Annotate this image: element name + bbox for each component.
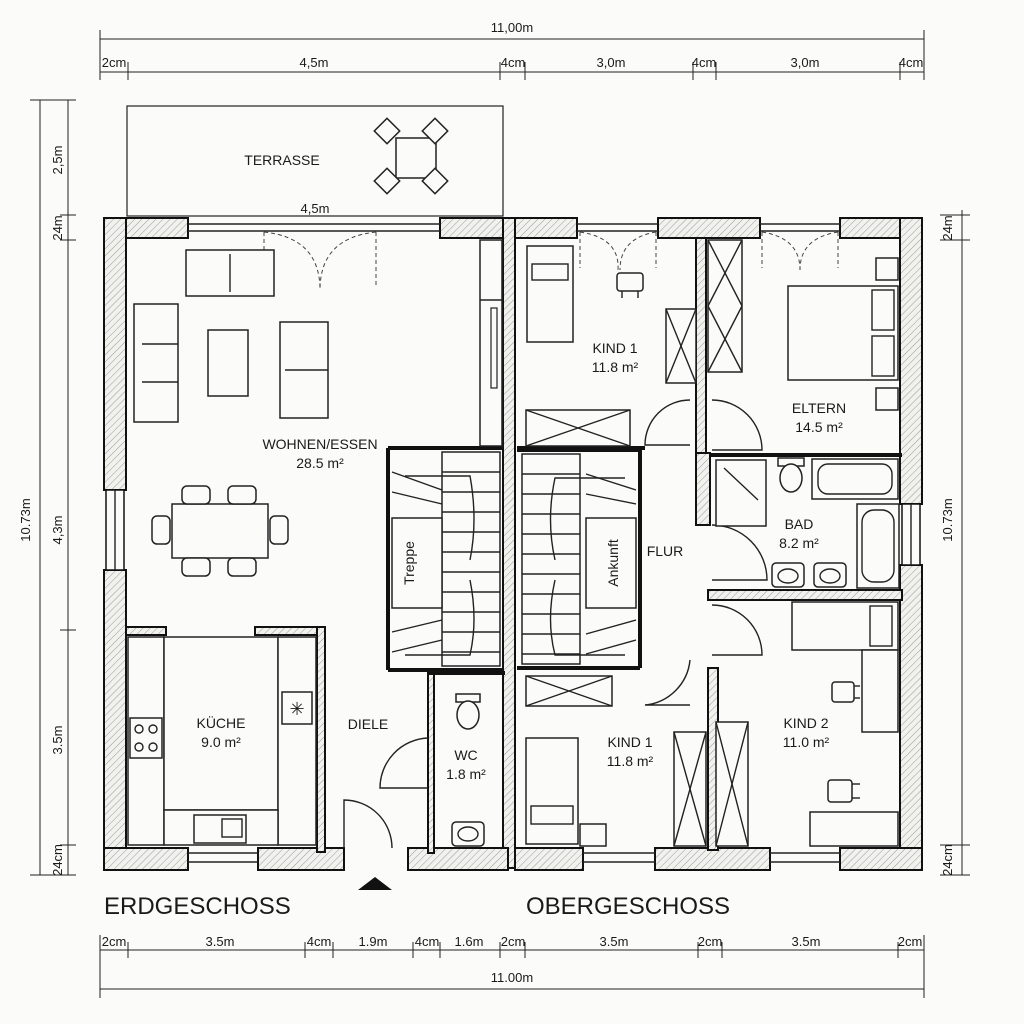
room-area: 9.0 m² xyxy=(201,734,241,750)
wardrobe-icon xyxy=(707,239,743,373)
kind2-furniture xyxy=(715,601,899,847)
bed-icon xyxy=(791,601,899,651)
right-total-dim: 10.73m xyxy=(940,498,955,541)
ground-floor-labels: WOHNEN/ESSEN 28.5 m² KÜCHE 9.0 m² DIELE … xyxy=(104,436,486,920)
ground-stairs xyxy=(391,451,501,667)
bottom-dimensions: 2cm 3.5m 4cm 1.9m 4cm 1.6m 2cm 3.5m 2cm … xyxy=(99,934,925,998)
right-dimensions: 24m 10.73m 24cm xyxy=(940,210,970,876)
room-area: 1.8 m² xyxy=(446,766,486,782)
top-dim-segment: 4cm xyxy=(692,55,717,70)
bottom-dim-segment: 4cm xyxy=(415,934,440,949)
bathtub-icon xyxy=(856,503,900,589)
bad-fixtures xyxy=(715,457,900,589)
terrace-table-icon xyxy=(373,117,449,195)
top-dimensions: 11,00m 2cm 4,5m 4cm 3,0m 4cm 3,0m 4cm xyxy=(99,20,925,80)
fan-icon: ✳ xyxy=(289,699,304,719)
top-dim-segment: 3,0m xyxy=(791,55,820,70)
shower-icon xyxy=(715,459,767,527)
upper-floor-title: OBERGESCHOSS xyxy=(526,893,730,920)
entrance-arrow-icon xyxy=(358,877,392,890)
room-area: 11.8 m² xyxy=(592,359,639,375)
left-dim-segment: 24cm xyxy=(50,844,65,876)
ground-floor-title: ERDGESCHOSS xyxy=(104,893,291,920)
upper-floor-labels: KIND 1 11.8 m² ELTERN 14.5 m² BAD 8.2 m²… xyxy=(526,340,846,920)
top-dim-segment: 4cm xyxy=(899,55,924,70)
top-dim-segment: 3,0m xyxy=(597,55,626,70)
bottom-total-dim: 11.00m xyxy=(491,970,533,985)
bed-icon xyxy=(526,245,574,343)
terrace-label: TERRASSE xyxy=(244,152,319,168)
bottom-dim-segment: 2cm xyxy=(501,934,526,949)
upper-stairs xyxy=(521,453,637,665)
bottom-dim-segment: 2cm xyxy=(698,934,723,949)
right-dim-bottom: 24cm xyxy=(940,844,955,876)
room-label: DIELE xyxy=(348,716,388,732)
room-label: WC xyxy=(454,747,477,763)
left-dimensions: 10.73m 2,5m 24m 4,3m 3.5m 24cm xyxy=(18,99,76,876)
room-label: ELTERN xyxy=(792,400,846,416)
toilet-icon xyxy=(777,457,805,493)
desk-chair-icon xyxy=(616,272,644,298)
coffee-table-icon xyxy=(207,329,249,397)
bottom-dim-segment: 3.5m xyxy=(206,934,235,949)
room-label: KIND 2 xyxy=(783,715,828,731)
top-total-dim: 11,00m xyxy=(491,20,533,35)
bottom-dim-segment: 3.5m xyxy=(600,934,629,949)
upper-floor-doors xyxy=(579,231,839,706)
top-dim-segment: 4cm xyxy=(501,55,526,70)
room-area: 11.8 m² xyxy=(607,753,654,769)
stove-icon xyxy=(129,717,163,759)
right-dim-top: 24m xyxy=(940,215,955,240)
ground-floor-doors xyxy=(263,231,429,849)
terrace: TERRASSE 4,5m xyxy=(126,105,504,217)
bottom-dim-segment: 1.9m xyxy=(359,934,388,949)
room-label: KIND 1 xyxy=(607,734,652,750)
left-dim-segment: 2,5m xyxy=(50,146,65,175)
room-area: 8.2 m² xyxy=(779,535,819,551)
terrace-width-dim: 4,5m xyxy=(301,201,330,216)
kitchen-furniture: ✳ xyxy=(127,636,317,846)
living-furniture xyxy=(133,239,503,447)
top-dim-segment: 2cm xyxy=(102,55,127,70)
bed-icon xyxy=(525,737,579,845)
desk-chair-icon xyxy=(827,779,860,803)
bottom-dim-segment: 2cm xyxy=(898,934,923,949)
bottom-dim-segment: 3.5m xyxy=(792,934,821,949)
room-area: 14.5 m² xyxy=(795,419,843,435)
room-label: KIND 1 xyxy=(592,340,637,356)
left-dim-segment: 3.5m xyxy=(50,726,65,755)
top-dim-segment: 4,5m xyxy=(300,55,329,70)
double-bed-icon xyxy=(787,257,899,411)
bottom-dim-segment: 4cm xyxy=(307,934,332,949)
room-label: FLUR xyxy=(647,543,684,559)
left-dim-segment: 4,3m xyxy=(50,516,65,545)
sink-icon xyxy=(193,814,247,844)
room-label: KÜCHE xyxy=(196,714,245,731)
room-label: WOHNEN/ESSEN xyxy=(262,436,377,452)
left-dim-segment: 24m xyxy=(50,215,65,240)
kind1-bottom-furniture xyxy=(525,675,707,847)
sofa-icon xyxy=(133,249,329,423)
stairs-label: Treppe xyxy=(401,541,417,585)
stairs-label: Ankunft xyxy=(605,539,621,587)
bottom-dim-segment: 1.6m xyxy=(455,934,484,949)
desk-chair-icon xyxy=(831,681,860,703)
dining-table-icon xyxy=(151,485,289,577)
bathtub-icon xyxy=(811,458,899,500)
eltern-furniture xyxy=(707,239,899,411)
kind1-top-furniture xyxy=(525,245,697,447)
bottom-dim-segment: 2cm xyxy=(102,934,127,949)
room-area: 28.5 m² xyxy=(296,455,344,471)
left-total-dim: 10.73m xyxy=(18,498,33,541)
upper-floor-walls xyxy=(514,217,923,871)
room-area: 11.0 m² xyxy=(783,734,830,750)
ground-floor-walls xyxy=(103,217,516,871)
room-label: BAD xyxy=(785,516,814,532)
wc-fixtures xyxy=(451,693,485,847)
